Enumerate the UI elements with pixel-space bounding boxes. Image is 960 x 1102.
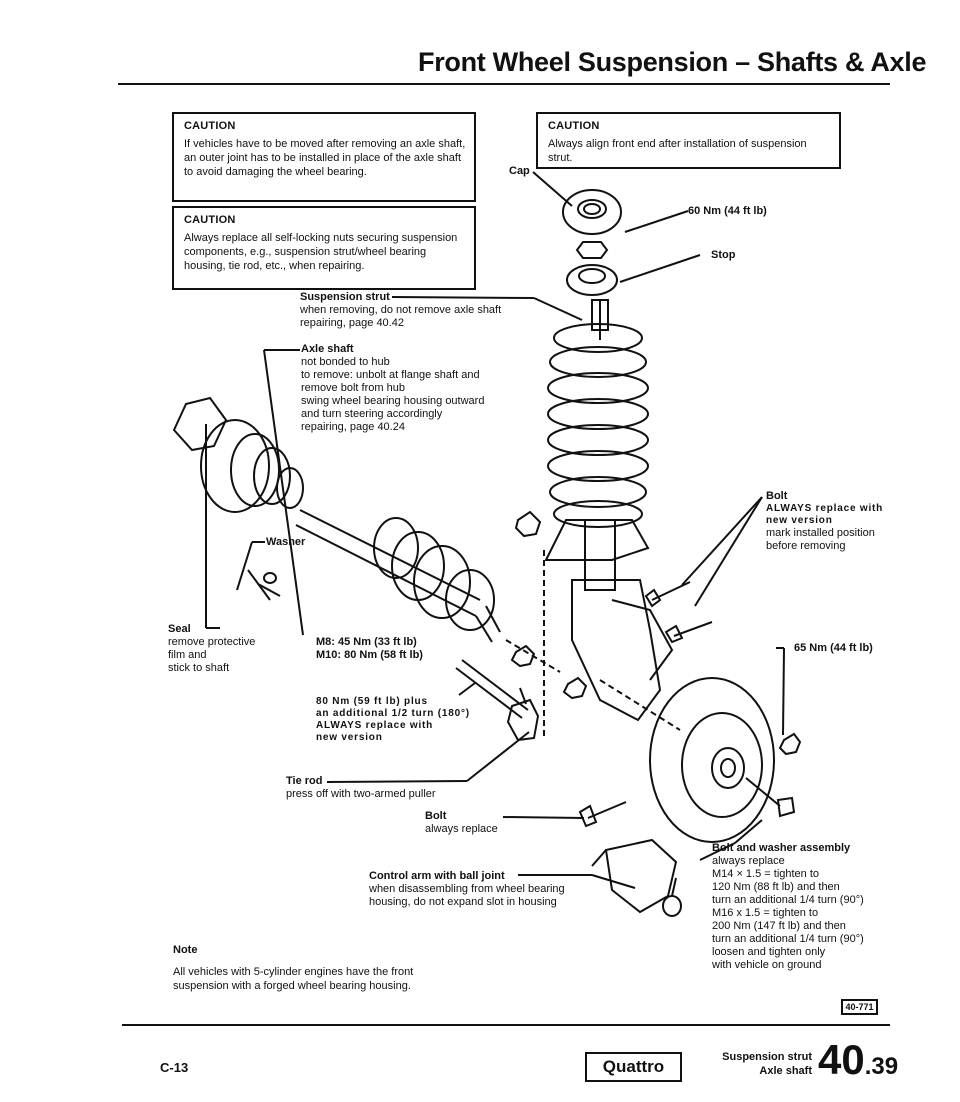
footer-section-line2: Axle shaft bbox=[759, 1065, 812, 1077]
caution-text: Always align front end after installatio… bbox=[548, 138, 807, 164]
boltwasher-title: Bolt and washer assembly bbox=[712, 842, 851, 854]
label-tierod-nut: 80 Nm (59 ft lb) plus an additional 1/2 … bbox=[316, 696, 470, 743]
bolt-caps: ALWAYS replace with new version bbox=[766, 503, 884, 526]
header-rule bbox=[118, 83, 890, 85]
control-title: Control arm with ball joint bbox=[369, 870, 505, 882]
footer-code: C-13 bbox=[160, 1060, 189, 1075]
label-bolt-replace: Bolt always replace bbox=[425, 810, 498, 836]
footer-section: Suspension strut Axle shaft bbox=[692, 1050, 812, 1078]
label-m8-m10: M8: 45 Nm (33 ft lb) M10: 80 Nm (58 ft l… bbox=[316, 636, 423, 661]
caution-box-nuts: CAUTION Always replace all self-locking … bbox=[172, 206, 476, 290]
note-title: Note bbox=[173, 944, 198, 956]
bolt-title: Bolt bbox=[766, 490, 788, 502]
label-tie-rod: Tie rod press off with two-armed puller bbox=[286, 775, 436, 801]
bolt2-text: always replace bbox=[425, 823, 498, 835]
page-number-minor: .39 bbox=[864, 1053, 899, 1080]
axle-title: Axle shaft bbox=[301, 343, 354, 355]
label-washer: Washer bbox=[266, 536, 306, 548]
label-seal: Seal remove protective film and stick to… bbox=[168, 623, 255, 675]
figure-id: 40-771 bbox=[841, 999, 878, 1015]
note: Note All vehicles with 5-cylinder engine… bbox=[173, 944, 413, 993]
label-stop: Stop bbox=[711, 249, 736, 261]
caution-heading: CAUTION bbox=[184, 214, 236, 226]
label-torque-60: 60 Nm (44 ft lb) bbox=[688, 205, 767, 217]
label-bolt-washer-assembly: Bolt and washer assembly always replace … bbox=[712, 842, 864, 972]
page-title: Front Wheel Suspension – Shafts & Axle bbox=[418, 47, 927, 77]
caution-heading: CAUTION bbox=[184, 120, 236, 132]
seal-title: Seal bbox=[168, 623, 191, 635]
strut-title: Suspension strut bbox=[300, 291, 390, 303]
page-number: 40.39 bbox=[818, 1036, 898, 1084]
label-torque-65: 65 Nm (44 ft lb) bbox=[794, 642, 873, 654]
note-text: All vehicles with 5-cylinder engines hav… bbox=[173, 966, 414, 992]
tierod-text: press off with two-armed puller bbox=[286, 788, 436, 800]
label-suspension-strut: Suspension strut when removing, do not r… bbox=[300, 291, 501, 330]
boltwasher-text: always replace M14 × 1.5 = tighten to 12… bbox=[712, 855, 864, 971]
label-control-arm: Control arm with ball joint when disasse… bbox=[369, 870, 565, 909]
axle-text: not bonded to hub to remove: unbolt at f… bbox=[301, 356, 485, 433]
bolt-text: mark installed position before removing bbox=[766, 527, 875, 552]
caution-box-axle: CAUTION If vehicles have to be moved aft… bbox=[172, 112, 476, 202]
page-number-major: 40 bbox=[818, 1036, 865, 1083]
caution-heading: CAUTION bbox=[548, 120, 600, 132]
footer-section-line1: Suspension strut bbox=[722, 1051, 812, 1063]
footer-rule bbox=[122, 1024, 890, 1026]
bolt2-title: Bolt bbox=[425, 810, 447, 822]
strut-text: when removing, do not remove axle shaft … bbox=[300, 304, 502, 329]
label-bolt-strut: Bolt ALWAYS replace with new version mar… bbox=[766, 490, 883, 553]
control-text: when disassembling from wheel bearing ho… bbox=[369, 883, 565, 908]
seal-text: remove protective film and stick to shaf… bbox=[168, 636, 256, 674]
caution-box-align: CAUTION Always align front end after ins… bbox=[536, 112, 841, 169]
tierod-title: Tie rod bbox=[286, 775, 323, 787]
caution-text: Always replace all self-locking nuts sec… bbox=[184, 232, 458, 272]
caution-text: If vehicles have to be moved after remov… bbox=[184, 138, 466, 178]
label-axle-shaft: Axle shaft not bonded to hub to remove: … bbox=[301, 343, 484, 434]
label-cap: Cap bbox=[509, 165, 530, 177]
quattro-badge: Quattro bbox=[585, 1052, 682, 1082]
